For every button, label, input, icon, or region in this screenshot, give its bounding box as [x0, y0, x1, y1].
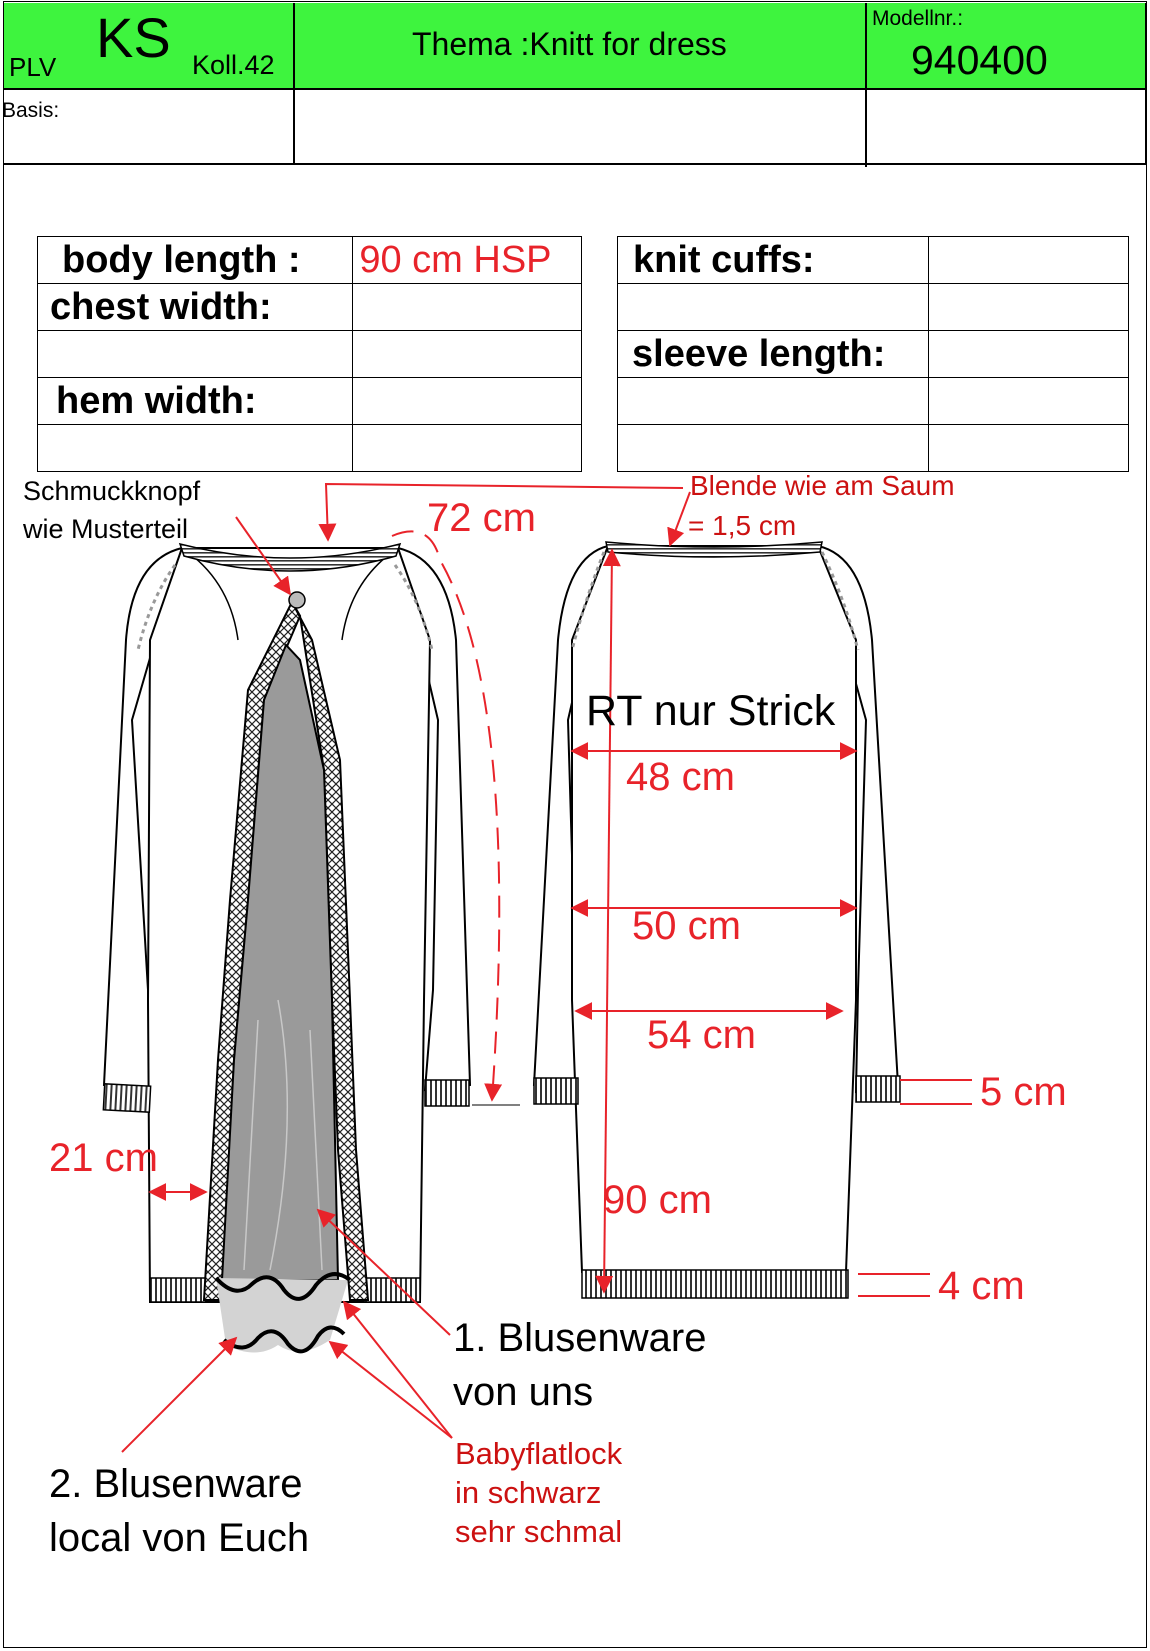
blouse2-note-2: local von Euch	[49, 1516, 310, 1560]
schmuckknopf-note: Schmuckknopf	[23, 476, 201, 506]
button-leader	[235, 516, 292, 596]
blouse1-note-2: von uns	[453, 1370, 594, 1414]
hem-21-label: 21 cm	[49, 1136, 158, 1180]
blende-note-2: = 1,5 cm	[688, 510, 797, 541]
table-row: chest width:	[36, 283, 582, 331]
flatlock-leader-1	[342, 1300, 453, 1439]
modellnr-label: Modellnr.:	[872, 7, 964, 30]
header-col-line-1	[293, 3, 295, 164]
flatlock-seam-upper	[214, 1272, 352, 1301]
chest-width-value	[352, 283, 582, 331]
empty-value-cell	[352, 424, 582, 472]
front-left-cuff	[102, 1083, 152, 1113]
empty-label-cell	[617, 424, 929, 472]
flatlock-leader-2	[328, 1340, 453, 1439]
empty-value-cell	[927, 283, 1130, 331]
flatlock-note-3: sehr schmal	[455, 1514, 623, 1549]
header-band	[4, 3, 1147, 89]
second-blouse-layer	[216, 1278, 348, 1353]
front-right-cuff	[424, 1079, 470, 1107]
front-neckline-band	[178, 542, 402, 572]
table-row: knit cuffs:	[617, 236, 1130, 284]
hem-4-label: 4 cm	[938, 1264, 1025, 1308]
ks-label: KS	[96, 6, 171, 69]
sleeve-72-label: 72 cm	[427, 496, 536, 540]
empty-value-cell	[927, 424, 1130, 472]
raglan-stitch	[393, 564, 434, 651]
blouse2-leader	[121, 1336, 238, 1453]
hem-54-label: 54 cm	[647, 1013, 756, 1057]
table-row	[617, 283, 1130, 331]
header-col-line-3	[1145, 3, 1147, 164]
measurements-table-right: knit cuffs: sleeve length:	[617, 236, 1130, 472]
back-hem-band	[581, 1269, 849, 1299]
measurements-table-left: body length : 90 cm HSP chest width: hem…	[36, 236, 582, 472]
empty-value-cell	[352, 330, 582, 378]
table-row	[617, 377, 1130, 425]
blende-leader-front	[318, 482, 684, 542]
knit-cuffs-label: knit cuffs:	[617, 236, 929, 284]
back-neckline-band	[605, 541, 823, 558]
knit-cuffs-value	[927, 236, 1130, 284]
hem-width-value	[352, 377, 582, 425]
flatlock-note-2: in schwarz	[455, 1475, 602, 1510]
flatlock-seam-lower	[222, 1325, 346, 1354]
table-row: sleeve length:	[617, 330, 1130, 378]
basis-divider	[4, 163, 1147, 165]
front-view	[102, 542, 472, 1354]
table-row	[617, 424, 1130, 472]
basis-label: Basis:	[2, 99, 60, 122]
chest-width-label: chest width:	[36, 283, 354, 331]
flatlock-note: Babyflatlock	[455, 1436, 623, 1471]
koll-label: Koll.42	[192, 50, 275, 80]
length-90-dim	[595, 548, 621, 1294]
dimension-lines	[121, 482, 972, 1453]
plv-label: PLV	[9, 52, 57, 82]
back-left-cuff	[533, 1077, 579, 1105]
body-length-label: body length :	[36, 236, 354, 284]
header-divider	[4, 88, 1147, 90]
thema-title: Thema :Knitt for dress	[412, 26, 727, 62]
lining-fold-lines	[243, 999, 323, 1271]
empty-value-cell	[927, 377, 1130, 425]
empty-label-cell	[36, 330, 354, 378]
sleeve-length-label: sleeve length:	[617, 330, 929, 378]
table-row: body length : 90 cm HSP	[36, 236, 582, 284]
front-hem-left	[149, 1277, 207, 1303]
blende-leader-back	[667, 491, 691, 547]
header-col-line-2	[865, 3, 867, 167]
decorative-button	[288, 591, 306, 609]
cuff-5-label: 5 cm	[980, 1070, 1067, 1114]
placket-right	[291, 601, 370, 1301]
rt-nur-strick-note: RT nur Strick	[586, 687, 836, 735]
spec-sheet-border	[3, 1, 1147, 1648]
modellnr-value: 940400	[911, 37, 1048, 83]
blende-note: Blende wie am Saum	[690, 470, 955, 501]
table-row	[36, 330, 582, 378]
chest-48-label: 48 cm	[626, 755, 735, 799]
empty-label-cell	[36, 424, 354, 472]
waist-50-label: 50 cm	[632, 904, 741, 948]
raglan-stitch	[136, 564, 177, 651]
table-row	[36, 424, 582, 472]
body-length-value: 90 cm HSP	[352, 236, 582, 284]
back-right-cuff	[855, 1075, 901, 1103]
raglan-stitch	[820, 551, 860, 651]
sleeve-length-dim	[391, 530, 503, 1102]
blouse1-note: 1. Blusenware	[453, 1316, 707, 1360]
blouse2-note: 2. Blusenware	[49, 1462, 303, 1506]
length-90-label: 90 cm	[603, 1178, 712, 1222]
schmuckknopf-note-2: wie Musterteil	[23, 514, 189, 544]
blouse1-leader	[316, 1208, 451, 1336]
